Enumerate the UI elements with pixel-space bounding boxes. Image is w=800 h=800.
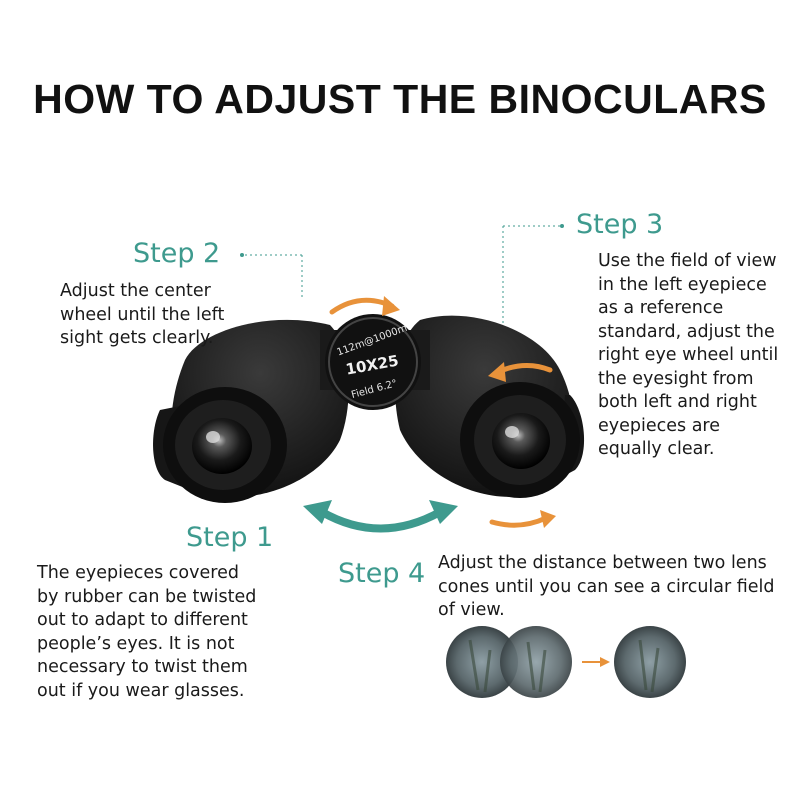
- step1-label: Step 1: [186, 522, 274, 553]
- field-of-view-single: [614, 626, 686, 698]
- double-arrow-icon: [303, 500, 458, 533]
- step1-description: The eyepieces covered by rubber can be t…: [37, 563, 257, 701]
- step4-label: Step 4: [338, 558, 426, 589]
- step2-description: Adjust the center wheel until the left s…: [60, 281, 225, 348]
- field-of-view-double: [446, 626, 572, 698]
- page-title: HOW TO ADJUST THE BINOCULARS: [33, 76, 767, 122]
- curved-arrow-icon: [489, 510, 556, 528]
- right-eyepiece[interactable]: [460, 382, 580, 498]
- curved-arrow-icon: [329, 296, 400, 316]
- step3-label: Step 3: [576, 209, 664, 240]
- step3-description: Use the field of view in the left eyepie…: [598, 251, 779, 459]
- left-eyepiece[interactable]: [163, 387, 287, 503]
- arrow-right-icon: [582, 657, 610, 667]
- curved-arrow-icon: [488, 362, 553, 382]
- step2-label: Step 2: [133, 238, 221, 269]
- center-focus-wheel[interactable]: 112m@1000m 10X25 Field 6.2°: [325, 314, 421, 410]
- step4-description: Adjust the distance between two lens con…: [438, 553, 775, 620]
- step2-leader-line: [240, 253, 303, 300]
